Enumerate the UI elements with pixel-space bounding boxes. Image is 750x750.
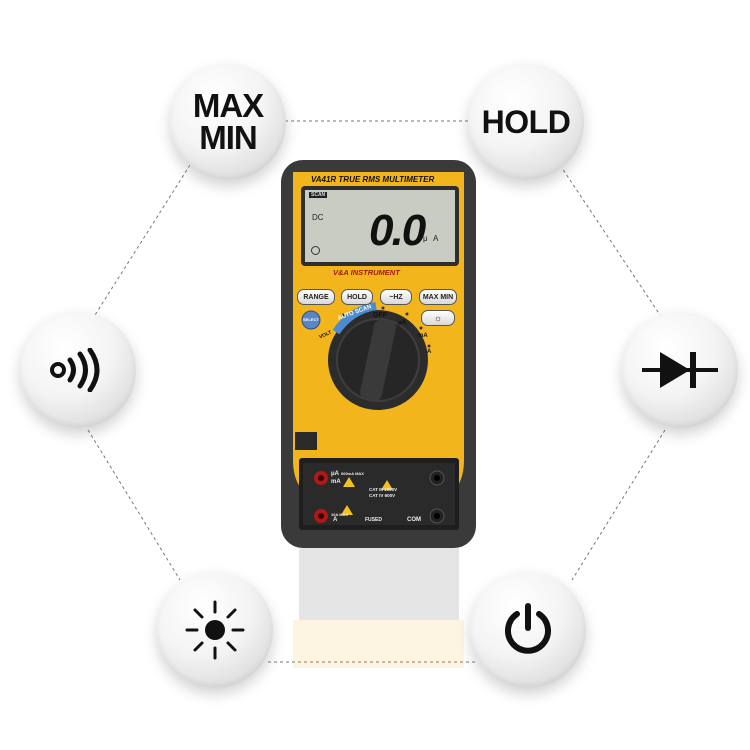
continuity-icon <box>50 348 100 392</box>
diode-icon <box>642 352 718 388</box>
multimeter: VA41R TRUE RMS MULTIMETER SCAN DC 0.0 μ … <box>281 160 476 548</box>
lcd-scan: SCAN <box>309 192 328 198</box>
min-label: MIN <box>199 119 258 156</box>
backlight-icon <box>185 600 245 660</box>
lcd-power-icon <box>311 246 320 255</box>
dial-ma-label: mA <box>418 333 428 339</box>
backlight-button[interactable]: ☼ <box>421 310 455 326</box>
power-icon <box>505 603 551 654</box>
hold-feature: HOLD <box>468 64 584 180</box>
range-button[interactable]: RANGE <box>297 289 335 305</box>
hold-label: HOLD <box>481 103 571 140</box>
dial-a-label: A <box>427 349 432 355</box>
max-min-feature: MAX MIN <box>170 64 286 180</box>
multimeter-body <box>281 160 476 548</box>
fused-label: FUSED <box>365 517 382 523</box>
diode-feature <box>622 312 738 428</box>
com-label: COM <box>407 517 421 523</box>
terminal-10a-max: 10A MAX <box>331 512 349 517</box>
meter-reflection <box>281 548 476 668</box>
hold-button[interactable]: HOLD <box>341 289 373 305</box>
select-button[interactable]: SELECT <box>303 317 319 322</box>
lcd-unit-micro: μ <box>423 234 428 243</box>
power-feature <box>470 572 586 688</box>
terminal-ma-label: mA <box>331 479 341 485</box>
terminal-600ma-max: 600mA MAX <box>341 471 364 476</box>
dial-ua-label: μA <box>398 320 407 326</box>
terminal-ua-label: μA <box>331 471 340 477</box>
lcd-dc: DC <box>312 213 324 222</box>
brand-label: V&A INSTRUMENT <box>333 268 400 277</box>
lcd-unit-amp: A <box>433 234 439 243</box>
terminal-a-label: A <box>333 517 338 523</box>
model-label: VA41R TRUE RMS MULTIMETER <box>311 175 435 184</box>
lcd-reading: 0.0 <box>369 206 426 255</box>
cat-rating-2: CAT IV 600V <box>369 493 396 498</box>
backlight-feature <box>157 572 273 688</box>
max-min-button[interactable]: MAX MIN <box>419 289 457 305</box>
cat-rating-1: CAT III 1000V <box>369 487 398 492</box>
continuity-feature <box>20 312 136 428</box>
max-label: MAX <box>192 87 264 124</box>
dial-off-label: OFF <box>373 312 387 319</box>
hz-button[interactable]: ~HZ <box>380 289 412 305</box>
